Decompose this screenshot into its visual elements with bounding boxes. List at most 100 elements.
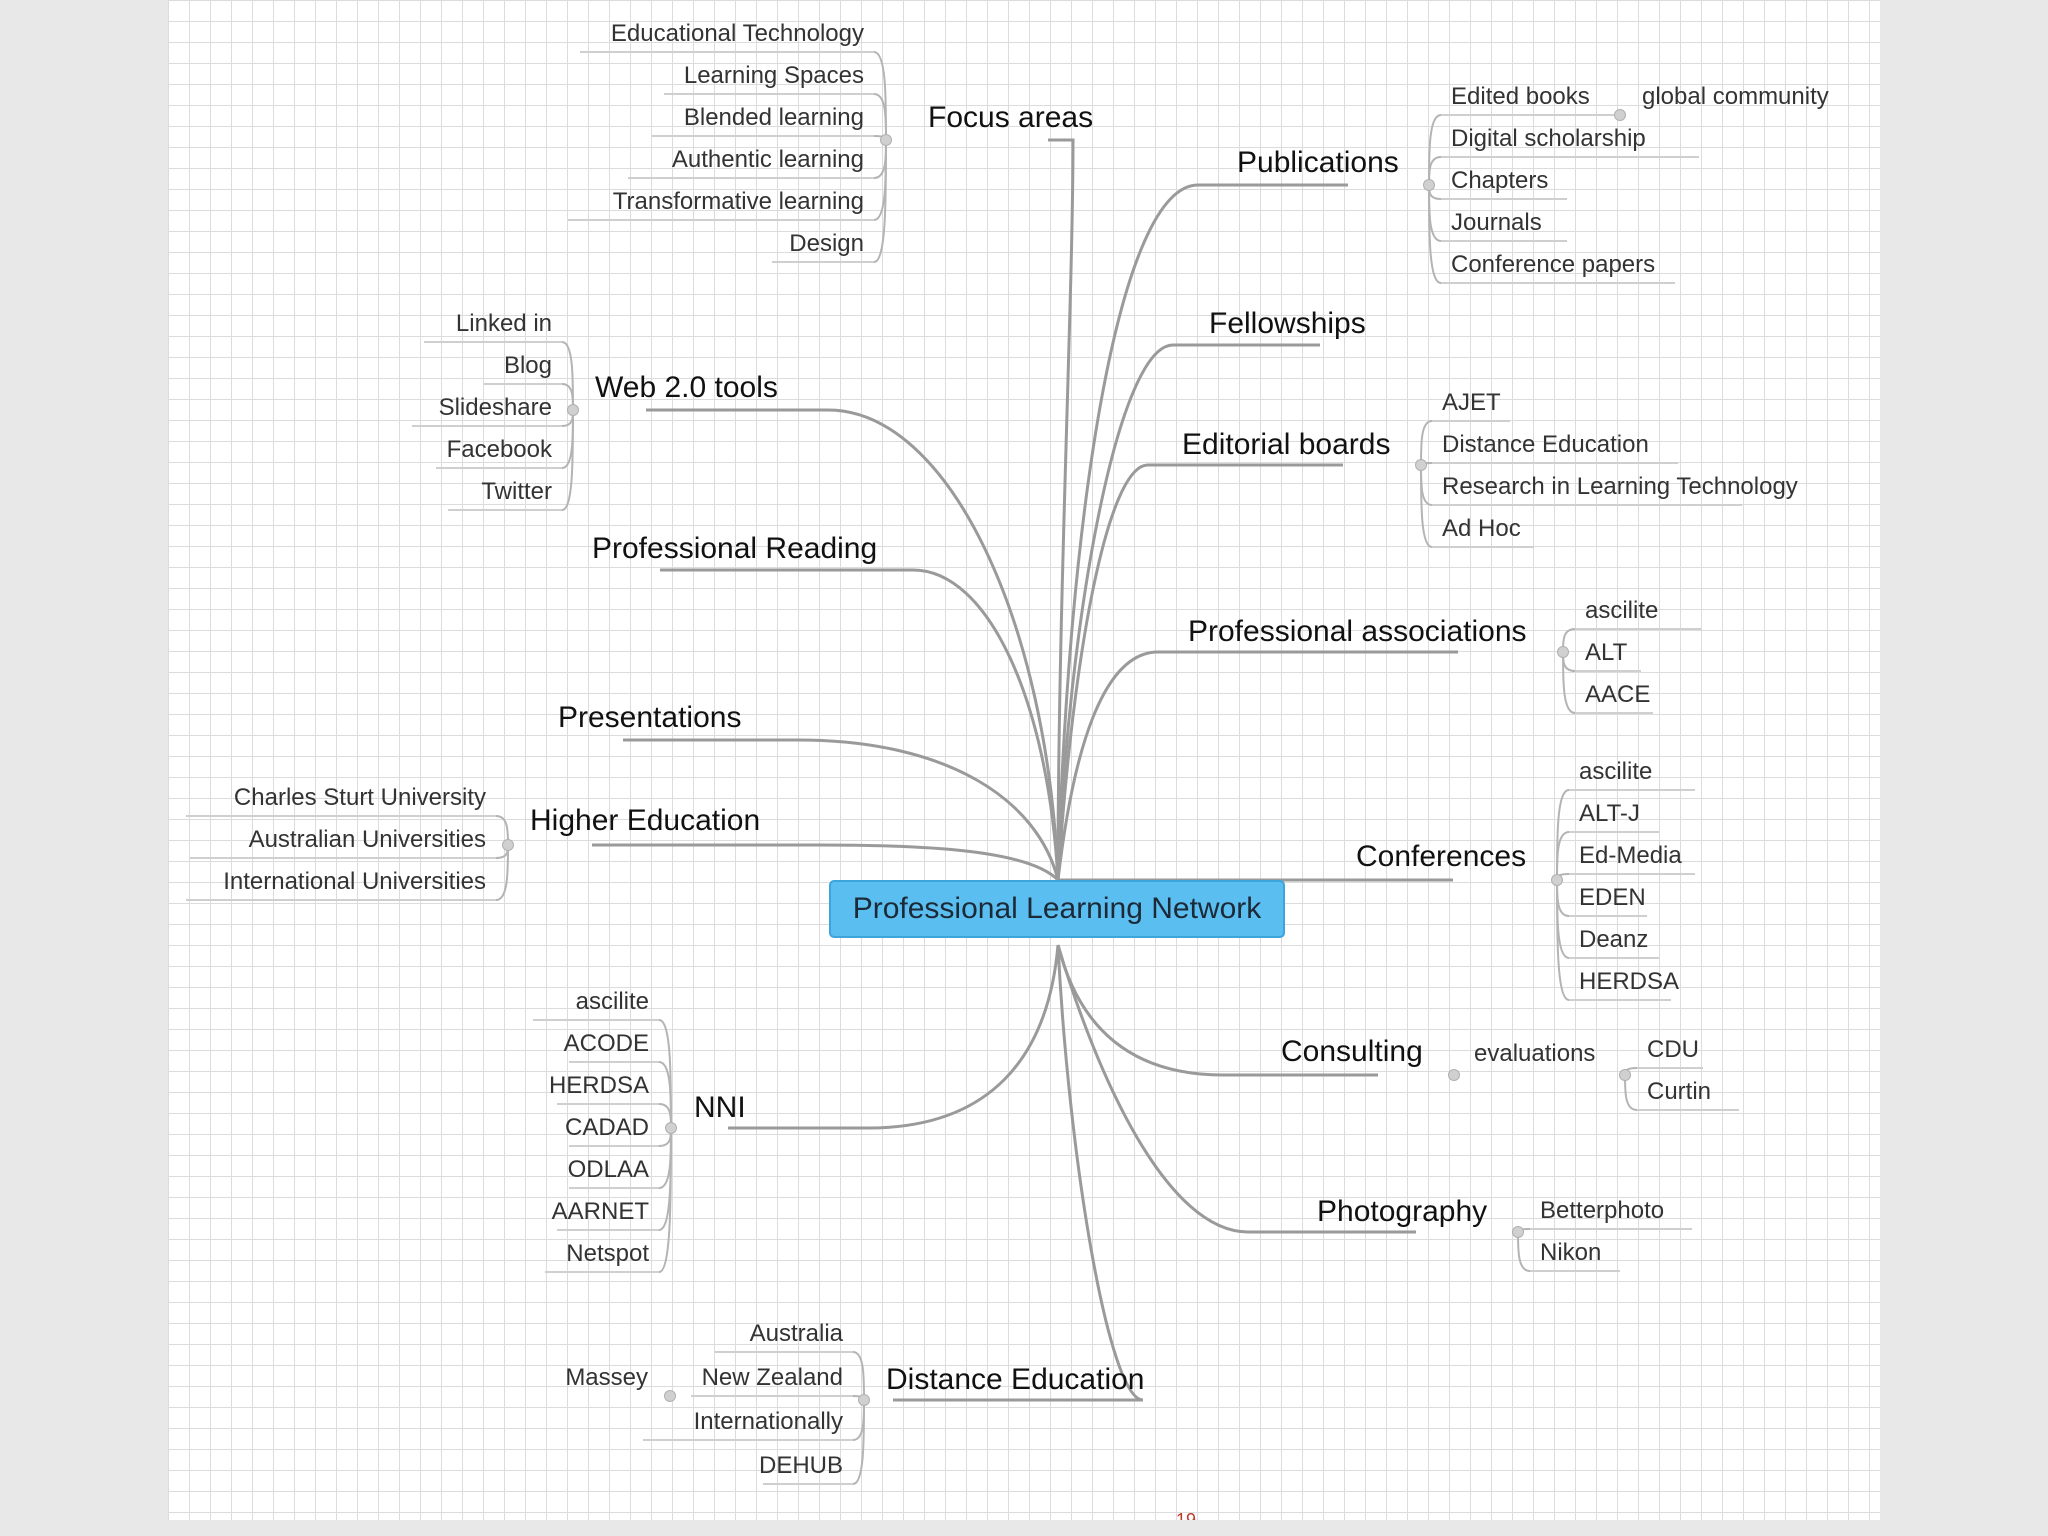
link-editorial xyxy=(1056,463,1343,881)
publications-subnode[interactable]: global community xyxy=(1642,83,1829,110)
web-collapse-toggle[interactable] xyxy=(567,404,579,416)
higher-leaf[interactable]: Charles Sturt University xyxy=(233,784,486,811)
focus-leaf[interactable]: Educational Technology xyxy=(610,20,864,47)
editorial-leaf[interactable]: Research in Learning Technology xyxy=(1442,473,1798,500)
edited-books-collapse-toggle[interactable] xyxy=(1614,109,1626,121)
focus-leaf[interactable]: Blended learning xyxy=(683,104,864,131)
publications-leaf[interactable]: Digital scholarship xyxy=(1451,125,1646,152)
associations-leaf[interactable]: ascilite xyxy=(1585,597,1659,624)
consulting-collapse-toggle[interactable] xyxy=(1448,1069,1460,1081)
nni-leaf[interactable]: ODLAA xyxy=(567,1156,649,1183)
focus-leaf[interactable]: Transformative learning xyxy=(612,188,864,215)
nni-leaf[interactable]: Netspot xyxy=(566,1240,649,1267)
nni-leaf[interactable]: ACODE xyxy=(563,1030,649,1057)
higher-leaf[interactable]: International Universities xyxy=(223,868,486,895)
conferences-leaf[interactable]: ascilite xyxy=(1579,758,1653,785)
link-web xyxy=(646,408,1060,881)
branch-editorial-boards[interactable]: Editorial boards xyxy=(1182,428,1391,461)
nni-leaf[interactable]: HERDSA xyxy=(548,1072,649,1099)
branch-distance-education[interactable]: Distance Education xyxy=(886,1363,1145,1396)
publications-leaf[interactable]: Journals xyxy=(1451,209,1542,236)
conferences-collapse-toggle[interactable] xyxy=(1551,874,1563,886)
branch-fellowships[interactable]: Fellowships xyxy=(1209,307,1366,340)
focus-collapse-toggle[interactable] xyxy=(880,134,892,146)
new-zealand-collapse-toggle[interactable] xyxy=(664,1390,676,1402)
focus-leaf[interactable]: Design xyxy=(789,230,864,257)
distance-leaf-connector xyxy=(852,1351,865,1401)
distance-leaf-connector xyxy=(852,1399,865,1485)
distance-leaf[interactable]: Internationally xyxy=(693,1408,843,1435)
publications-leaf[interactable]: Chapters xyxy=(1451,167,1549,194)
branch-professional-reading[interactable]: Professional Reading xyxy=(592,532,878,565)
branch-higher-education[interactable]: Higher Education xyxy=(530,804,761,837)
conferences-leaf[interactable]: Deanz xyxy=(1579,926,1649,953)
higher-leaf[interactable]: Australian Universities xyxy=(248,826,486,853)
associations-leaf[interactable]: AACE xyxy=(1585,681,1651,708)
link-reading xyxy=(660,568,1060,881)
consulting-subnode[interactable]: evaluations xyxy=(1474,1040,1596,1067)
editorial-leaf[interactable]: Distance Education xyxy=(1442,431,1649,458)
editorial-leaf[interactable]: AJET xyxy=(1442,389,1501,416)
higher-leaf-connector xyxy=(495,844,509,901)
photography-leaf[interactable]: Betterphoto xyxy=(1540,1197,1665,1224)
distance-subnode[interactable]: Massey xyxy=(565,1364,648,1391)
publications-leaf-connector xyxy=(1428,114,1442,186)
web-leaf[interactable]: Facebook xyxy=(446,436,552,463)
web-leaf[interactable]: Slideshare xyxy=(438,394,552,421)
conferences-leaf[interactable]: EDEN xyxy=(1579,884,1646,911)
branch-nni[interactable]: NNI xyxy=(694,1091,746,1124)
associations-collapse-toggle[interactable] xyxy=(1557,646,1569,658)
focus-leaf-connector xyxy=(873,139,887,221)
branch-presentations[interactable]: Presentations xyxy=(558,701,742,734)
conferences-leaf[interactable]: HERDSA xyxy=(1579,968,1680,995)
conferences-leaf[interactable]: Ed-Media xyxy=(1579,842,1682,869)
publications-collapse-toggle[interactable] xyxy=(1423,179,1435,191)
nni-leaf[interactable]: ascilite xyxy=(575,988,649,1015)
link-associations xyxy=(1056,650,1458,881)
branch-consulting[interactable]: Consulting xyxy=(1281,1035,1423,1068)
distance-leaf[interactable]: DEHUB xyxy=(758,1452,843,1479)
web-leaf[interactable]: Blog xyxy=(503,352,552,379)
focus-leaf[interactable]: Learning Spaces xyxy=(683,62,864,89)
link-nni xyxy=(728,944,1060,1130)
consulting-collapse-toggle[interactable] xyxy=(1619,1069,1631,1081)
focus-leaf[interactable]: Authentic learning xyxy=(671,146,864,173)
editorial-leaf[interactable]: Ad Hoc xyxy=(1442,515,1521,542)
distance-collapse-toggle[interactable] xyxy=(858,1394,870,1406)
link-presentations xyxy=(623,738,1060,881)
editorial-leaf-connector xyxy=(1420,464,1433,548)
nni-leaf[interactable]: AARNET xyxy=(551,1198,649,1225)
nni-collapse-toggle[interactable] xyxy=(665,1122,677,1134)
distance-leaf[interactable]: Australia xyxy=(749,1320,843,1347)
root-node[interactable]: Professional Learning Network xyxy=(829,880,1285,938)
mind-map-slide: Professional Learning Network Focus area… xyxy=(168,0,1880,1520)
nni-leaf-connector xyxy=(658,1127,672,1273)
higher-collapse-toggle[interactable] xyxy=(502,839,514,851)
distance-leaf[interactable]: New Zealand xyxy=(701,1364,843,1391)
link-publications xyxy=(1056,183,1348,881)
nni-leaf[interactable]: CADAD xyxy=(564,1114,649,1141)
editorial-collapse-toggle[interactable] xyxy=(1415,459,1427,471)
web-leaf[interactable]: Twitter xyxy=(481,478,552,505)
consulting-leaf[interactable]: Curtin xyxy=(1647,1078,1712,1105)
distance-leaf-connector xyxy=(852,1399,865,1441)
photography-leaf[interactable]: Nikon xyxy=(1540,1239,1602,1266)
page-number: 19 xyxy=(1176,1510,1197,1520)
branch-photography[interactable]: Photography xyxy=(1317,1195,1488,1228)
associations-leaf[interactable]: ALT xyxy=(1585,639,1628,666)
conferences-leaf-connector xyxy=(1556,879,1570,1001)
branch-web-tools[interactable]: Web 2.0 tools xyxy=(595,371,778,404)
link-photography xyxy=(1056,944,1416,1234)
photography-leaf-connector xyxy=(1517,1231,1531,1272)
publications-leaf[interactable]: Edited books xyxy=(1451,83,1590,110)
branch-focus-areas[interactable]: Focus areas xyxy=(928,101,1094,134)
web-leaf[interactable]: Linked in xyxy=(455,310,552,337)
branch-professional-associations[interactable]: Professional associations xyxy=(1188,615,1527,648)
nni-leaf-connector xyxy=(658,1061,672,1129)
photography-collapse-toggle[interactable] xyxy=(1512,1226,1524,1238)
branch-conferences[interactable]: Conferences xyxy=(1356,840,1527,873)
conferences-leaf[interactable]: ALT-J xyxy=(1579,800,1640,827)
consulting-leaf[interactable]: CDU xyxy=(1647,1036,1699,1063)
publications-leaf[interactable]: Conference papers xyxy=(1451,251,1656,278)
branch-publications[interactable]: Publications xyxy=(1237,146,1399,179)
